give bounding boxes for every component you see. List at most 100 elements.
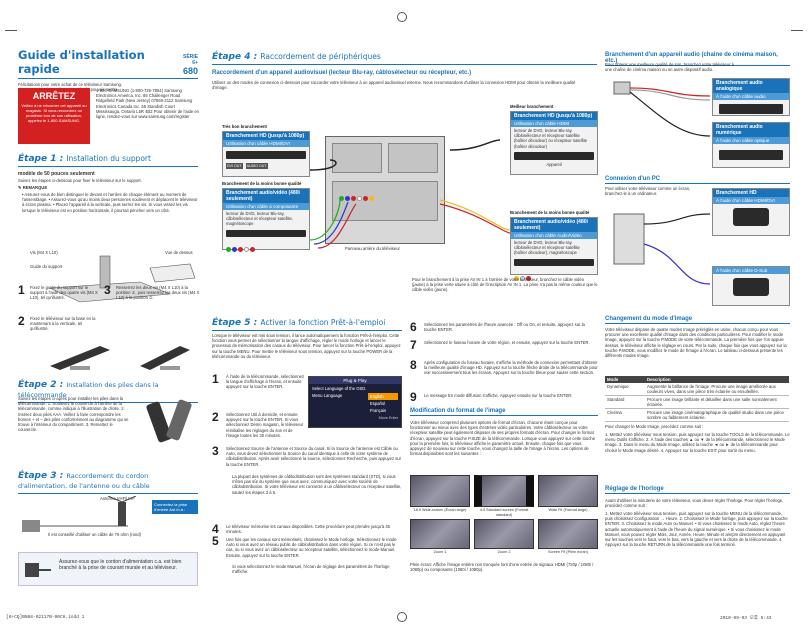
step4-heading: Étape 4 : Raccordement de périphériques <box>212 52 597 65</box>
av-cable-bar: Utilisation d'un câble Audio/Vidéo <box>511 232 597 239</box>
table-row: Cinéma Procure une image cinématographiq… <box>605 408 789 422</box>
step5-s5-note: Si vous sélectionnez le mode Manuel, l'é… <box>232 564 390 575</box>
step2-label: Étape 2 <box>18 380 57 390</box>
desc-cell: Augmente la brillance de l'image. Procur… <box>645 383 789 396</box>
mode-table-header: Mode Description <box>605 376 789 383</box>
crop-mark <box>5 30 17 31</box>
step1-number-3: 3 <box>104 283 111 297</box>
step5-s3-note: La plupart des systèmes de câblodistribu… <box>232 474 402 495</box>
step5-s7: Sélectionnez le fuseau horaire de votre … <box>424 340 590 345</box>
step2-title: Installation des piles dans la télécomma… <box>18 381 159 399</box>
antenna-label: Antenne VHF/UHF <box>100 496 135 501</box>
format-description: Votre téléviseur comprend plusieurs opti… <box>410 420 596 457</box>
tv-panel-label: Panneau arrière du téléviseur <box>345 246 400 251</box>
hdmi-dvi-box: Branchement HD (jusqu'à 1080p) Utilisati… <box>222 131 310 177</box>
audio-cables <box>613 81 710 137</box>
thumb-screenfit <box>538 519 598 549</box>
pc-hdmi-bar: À l'aide d'un câble HDMI/DVI <box>713 197 789 204</box>
series-label: SÉRIE 6+ <box>182 54 198 66</box>
top-view-label: Vue de dessus <box>165 250 193 255</box>
menu-option[interactable]: English <box>368 393 398 400</box>
device-box <box>514 258 594 266</box>
av-subheading: Raccordement d'un appareil audiovisuel (… <box>212 70 472 76</box>
desc-cell: Procure une image cinématographique de q… <box>645 408 789 422</box>
format-thumbnails: 16:9 Wide-screen (Écran large) 4:3 Stand… <box>410 475 598 557</box>
step1-instructions: Suivez les étapes ci-dessous pour fixer … <box>18 178 142 183</box>
step1-number-1: 1 <box>18 283 25 297</box>
stop-title: ARRÊTEZ <box>32 91 76 101</box>
thumb-widefit <box>538 475 598 507</box>
contact-info: 1-800-SAMSUNG (1-800-726-7864) Samsung E… <box>96 88 199 120</box>
step5-intro: Lorsque le téléviseur est mis sous tensi… <box>212 333 401 359</box>
tv-back-panel <box>325 136 445 244</box>
col-mode: Mode <box>605 376 645 383</box>
pc-dsub-box: À l'aide d'un câble D-Sub <box>712 266 790 306</box>
av-ports <box>511 268 597 286</box>
av-bar: Branchement audio/vidéo (480i seulement) <box>511 218 597 232</box>
step5-number-8: 8 <box>410 358 417 372</box>
hdmi-port-group <box>332 143 382 173</box>
tv-mount-illustration <box>50 346 190 370</box>
digital-audio-device <box>719 150 783 160</box>
step4-title: Raccordement de périphériques <box>260 52 381 61</box>
device-box <box>514 151 594 160</box>
component-port-group <box>332 181 438 221</box>
mode-cell: Cinéma <box>605 408 645 422</box>
menu-option[interactable]: Español <box>370 401 386 406</box>
menu-language: Menu Language <box>312 393 343 398</box>
mode-cell: Dynamique <box>605 383 645 396</box>
step1-model: modèle de 50 pouces seulement <box>18 171 95 177</box>
footer-right: 2010-09-03 오후 5:43 <box>720 616 772 621</box>
menu-options: Menu Language English Español Français <box>309 393 401 414</box>
step5-s2: Sélectionnez Util.à domicile, et ensuite… <box>226 412 304 438</box>
plug-play-menu: Plug & Play Select Language of the OSD. … <box>308 376 402 428</box>
pc-cables <box>613 213 710 285</box>
step5-s5: Une fois que les canaux sont mémorisés, … <box>226 537 397 558</box>
step5-title: Activer la fonction Prêt-à-l'emploi <box>260 318 386 327</box>
step3-title: Raccordement du cordon d'alimentation, d… <box>18 472 150 490</box>
step5-s8: Après configuration du fuseau horaire, s… <box>424 360 598 376</box>
step5-number-4: 4 <box>212 522 219 536</box>
power-note: Assurez-vous que le cordon d'alimentatio… <box>59 559 182 571</box>
mode-title: Changement du mode d'image <box>605 316 693 322</box>
pc-description: Pour utiliser votre téléviseur comme un … <box>605 186 691 197</box>
device-box <box>226 151 306 159</box>
step5-heading: Étape 5 : Activer la fonction Prêt-à-l'e… <box>212 318 402 331</box>
step1-label: Étape 1 <box>18 154 57 164</box>
audio-port-group <box>388 143 438 173</box>
col-description: Description <box>645 376 789 383</box>
av-description: Utilisez un des modes de connexion ci-de… <box>212 80 576 91</box>
hdmi-text: lecteur de DVD, lecteur Blu-ray, câblosé… <box>514 128 588 149</box>
optical-audio-box: Branchement audio numérique À l'aide d'u… <box>712 122 790 168</box>
guide-label: Guide du support <box>30 264 63 269</box>
thumb-zoom1 <box>410 519 470 549</box>
screen-fit-note: Plein écran: Affiche l'image entière non… <box>410 562 594 573</box>
audio-title: Branchement d'un appareil audio (chaîne … <box>605 52 778 64</box>
footer-left: [6+CQ]BN68-02117B-00CH.indd 1 <box>6 615 85 620</box>
pc-hdmi-box: Branchement HD À l'aide d'un câble HDMI/… <box>712 188 790 236</box>
clock-steps: 1. Mettez votre téléviseur sous tension,… <box>605 511 788 548</box>
mode-steps: 1. Mettez votre téléviseur sous tension,… <box>605 432 790 453</box>
analog-audio-box: Branchement audio analogique À l'aide d'… <box>712 78 790 116</box>
step3-heading: Étape 3 : Raccordement du cordon d'alime… <box>18 471 198 494</box>
step5-number-7: 7 <box>410 338 417 352</box>
thumb-standard <box>474 475 534 507</box>
step5-label: Étape 5 <box>212 318 251 328</box>
table-row: Standard Procure une image brillante et … <box>605 395 789 409</box>
dvi-ports: DVI OUT AUDIO OUT <box>223 163 309 169</box>
registration-mark <box>397 612 407 622</box>
menu-label: Select Language of the OSD. <box>312 386 367 391</box>
step5-s4: Le téléviseur mémorise les canaux dispon… <box>226 524 390 535</box>
analog-bar: Branchement audio analogique <box>713 79 789 93</box>
pc-hd-bar: Branchement HD <box>713 189 789 197</box>
step5-number-1: 1 <box>212 372 219 386</box>
thumb-label: Zoom 2 <box>497 550 511 554</box>
step2-text: Suivez les étapes ci-après pour installe… <box>18 396 129 433</box>
very-good-label: Très bon branchement <box>222 124 267 129</box>
step1-number-2: 2 <box>18 314 25 328</box>
dvi-bar: Utilisation d'un câble HDMI/DVI <box>223 140 309 147</box>
component-cable-bar: Utilisation d'un câble à composante <box>223 203 309 210</box>
menu-option[interactable]: Français <box>370 408 387 413</box>
component-text: lecteur de DVD, lecteur Blu-ray, câblosé… <box>226 211 294 227</box>
step1-s1: Fixez le guide du support sur le support… <box>30 285 98 301</box>
